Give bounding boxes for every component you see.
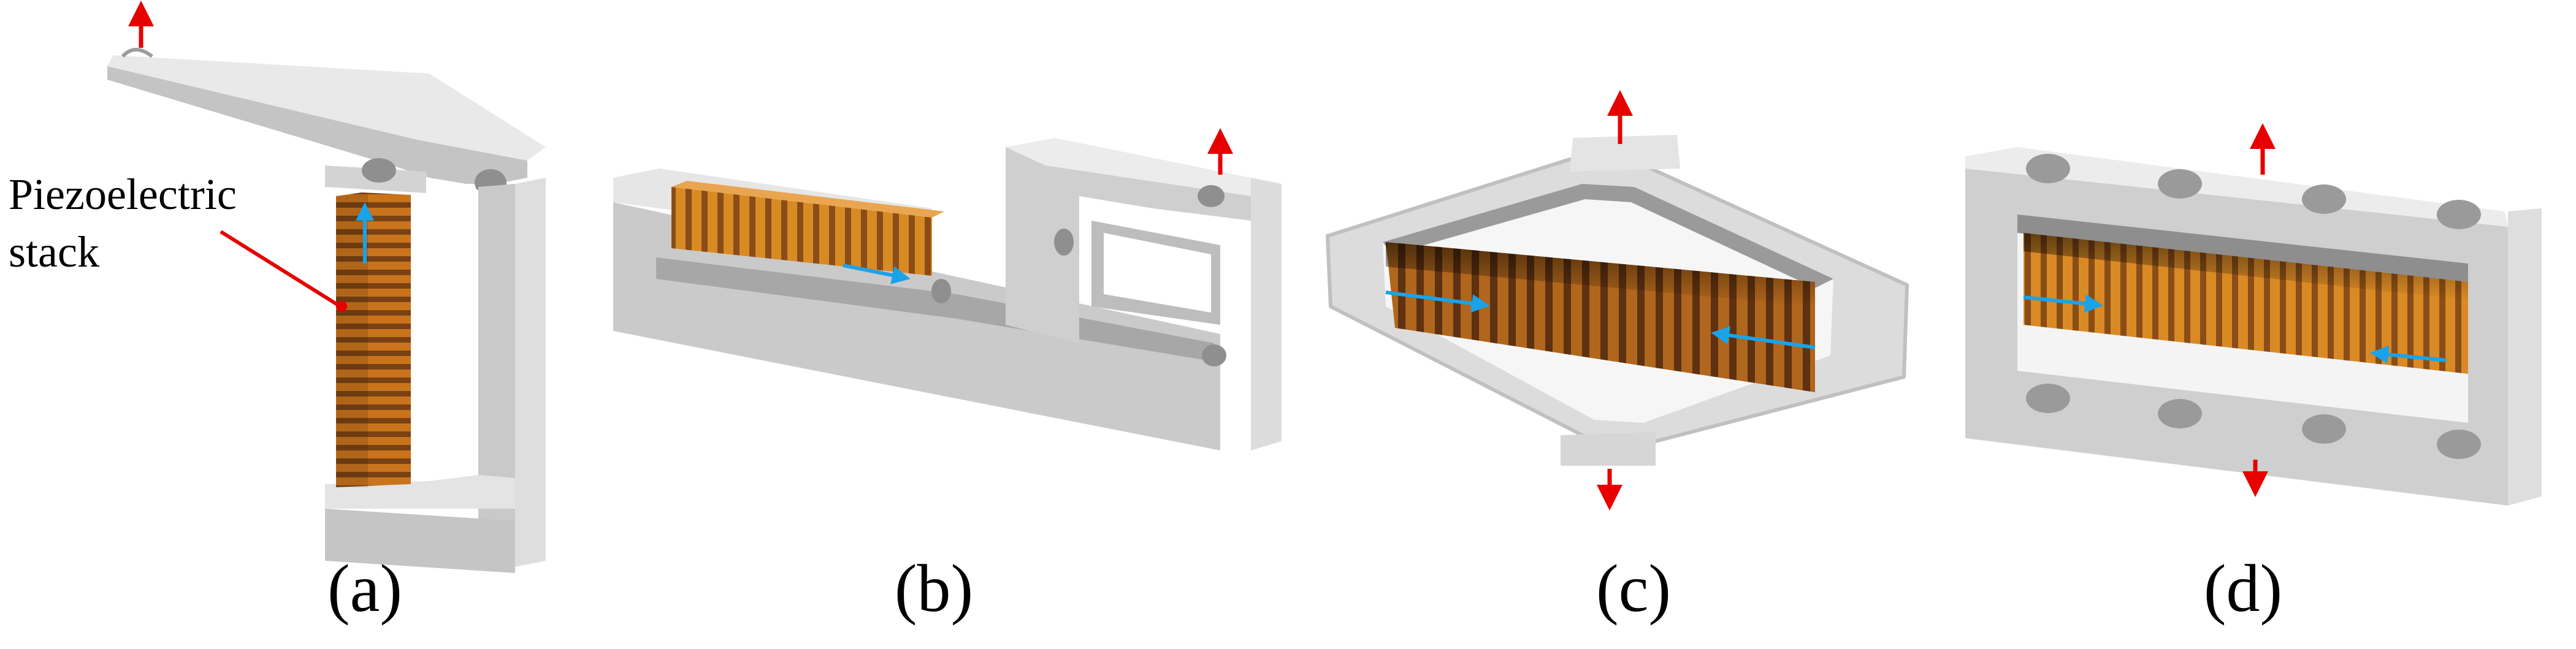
annotation-pointer-line bbox=[220, 230, 342, 308]
piezo-stack-shade bbox=[336, 194, 368, 487]
caption-panel-c: (c) bbox=[1596, 551, 1672, 626]
lever-arm-notch bbox=[121, 48, 153, 58]
caption-panel-a: (a) bbox=[327, 551, 403, 626]
notch-bottom-4 bbox=[2437, 430, 2481, 459]
annotation-pointer-dot bbox=[336, 301, 347, 312]
notch-top-1 bbox=[2026, 154, 2070, 183]
panel-a-lever-mechanism bbox=[107, 1, 546, 573]
annotation-line-2: stack bbox=[9, 227, 99, 276]
hinge-notch-b1 bbox=[1198, 185, 1225, 207]
piezo-stack-b bbox=[671, 187, 932, 276]
lever-top-face bbox=[1006, 138, 1251, 196]
frame-base-front bbox=[325, 509, 515, 573]
lever-side bbox=[1251, 178, 1282, 450]
notch-top-3 bbox=[2302, 184, 2346, 214]
frame-cavity-shadow bbox=[2017, 214, 2468, 282]
hinge-notch-left bbox=[362, 158, 396, 183]
base-front-face bbox=[613, 202, 1220, 450]
lever-arm-front-face bbox=[107, 66, 527, 184]
notch-top-2 bbox=[2158, 169, 2202, 199]
output-pad-bottom bbox=[1561, 432, 1656, 466]
caption-panel-b: (b) bbox=[894, 551, 974, 626]
frame-inner-slot bbox=[429, 190, 478, 484]
piezo-stack-b-top bbox=[671, 181, 944, 218]
annotation-line-1: Piezoelectric bbox=[9, 170, 237, 219]
piezo-stack-d-shade bbox=[2024, 233, 2468, 300]
input-arrow-c-right bbox=[1711, 326, 1816, 349]
piezo-stack-side bbox=[336, 192, 411, 487]
hinge-notch-b3 bbox=[1202, 344, 1226, 366]
notch-bottom-3 bbox=[2302, 414, 2346, 444]
frame-right-side bbox=[2508, 208, 2542, 506]
panel-b-bridge-mechanism bbox=[613, 128, 1282, 450]
notch-bottom-2 bbox=[2158, 399, 2202, 428]
panel-c-diamond-mechanism bbox=[1326, 90, 1909, 510]
piezo-stack-c-topshade bbox=[1386, 242, 1815, 306]
caption-panel-d: (d) bbox=[2203, 551, 2283, 626]
output-pad-top bbox=[1570, 135, 1680, 172]
lever-arm-top-face bbox=[107, 55, 546, 161]
hinge-notch-b4 bbox=[931, 279, 951, 303]
frame-column-side bbox=[515, 178, 546, 567]
frame-column-front bbox=[478, 184, 515, 570]
input-arrow-d-left bbox=[2023, 294, 2103, 313]
diamond-inner-shadow bbox=[1383, 184, 1833, 288]
input-arrow-d-right bbox=[2370, 345, 2447, 364]
input-arrow-c-left bbox=[1385, 290, 1490, 313]
input-arrow-b bbox=[843, 264, 911, 284]
notch-bottom-1 bbox=[2026, 384, 2070, 413]
lever-front bbox=[1006, 147, 1251, 343]
piezoelectric-stack-annotation: Piezoelectric stack bbox=[9, 165, 237, 281]
frame-top-face bbox=[1965, 147, 2508, 227]
piezo-stack-d bbox=[2024, 233, 2468, 374]
notch-top-4 bbox=[2437, 200, 2481, 229]
panel-d-bridge-frame-mechanism bbox=[1965, 123, 2542, 506]
lever-window-inner bbox=[1104, 233, 1211, 313]
hinge-notch-b2 bbox=[1054, 229, 1074, 256]
